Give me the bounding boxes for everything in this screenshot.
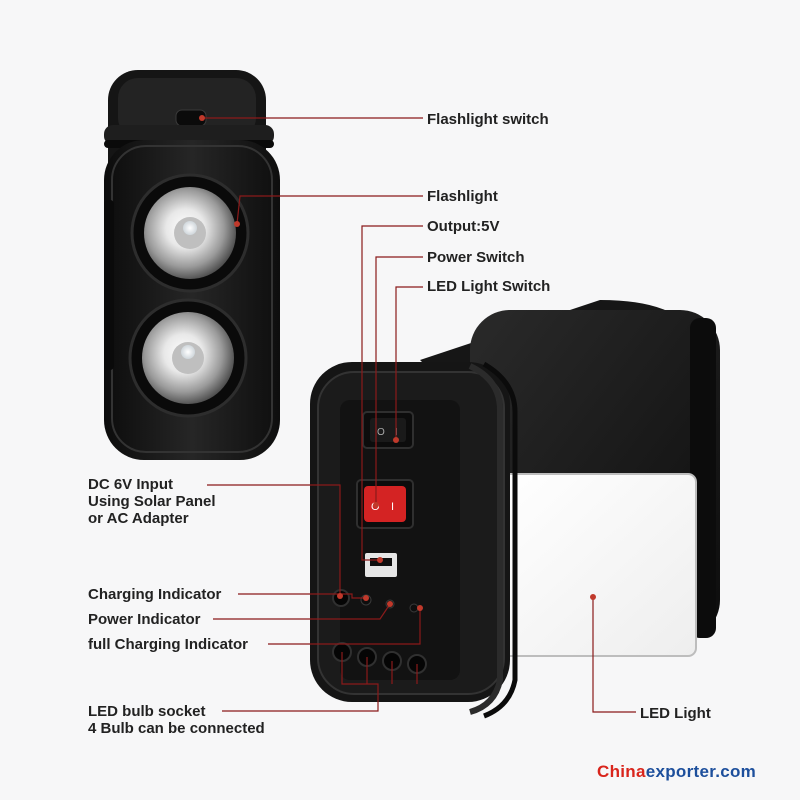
full-charging-indicator-lamp	[409, 603, 419, 613]
label-power-indicator: Power Indicator	[88, 611, 201, 628]
label-bulb-socket-line1: LED bulb socket	[88, 703, 206, 720]
top-lamp	[130, 173, 250, 293]
leader-led-switch	[395, 286, 423, 440]
label-full-charging-indicator: full Charging Indicator	[88, 636, 248, 653]
leader-full-charging	[268, 608, 421, 645]
label-bulb-socket: LED bulb socket 4 Bulb can be connected	[88, 703, 265, 737]
label-led-light: LED Light	[640, 705, 711, 722]
label-power-switch: Power Switch	[427, 249, 525, 266]
flashlight-unit	[104, 70, 280, 460]
led-light-panel	[499, 473, 697, 657]
power-switch: O I	[356, 479, 414, 529]
label-dc-input-line3: or AC Adapter	[88, 510, 189, 527]
leader-dc-input	[207, 484, 341, 596]
watermark: Chinaexporter.com	[597, 762, 756, 782]
leader-output	[361, 225, 423, 561]
svg-text:O: O	[377, 427, 385, 438]
label-dc-input-line2: Using Solar Panel	[88, 493, 216, 510]
lantern-unit: O I O I	[310, 300, 720, 719]
label-charging-indicator: Charging Indicator	[88, 586, 222, 603]
bottom-lamp	[128, 298, 248, 418]
svg-text:I: I	[391, 501, 394, 513]
callout-dots	[199, 115, 596, 611]
leader-bulb-socket	[222, 652, 379, 712]
leader-charging	[238, 593, 366, 599]
label-output: Output:5V	[427, 218, 500, 235]
leader-led-light	[592, 597, 636, 713]
leader-flashlight	[236, 195, 423, 225]
callout-lines	[202, 117, 636, 713]
label-led-light-switch: LED Light Switch	[427, 278, 551, 295]
label-bulb-socket-line2: 4 Bulb can be connected	[88, 720, 265, 737]
label-dc-input-line1: DC 6V Input	[88, 476, 173, 493]
leader-power-indicator	[213, 603, 391, 620]
watermark-part2: exporter.com	[645, 762, 757, 781]
watermark-part1: China	[597, 762, 646, 781]
usb-port	[365, 553, 397, 577]
leader-power-switch	[375, 256, 423, 505]
label-dc-input: DC 6V Input Using Solar Panel or AC Adap…	[88, 476, 216, 527]
label-flashlight-switch: Flashlight switch	[427, 111, 549, 128]
label-flashlight: Flashlight	[427, 188, 498, 205]
led-light-switch: O I	[362, 411, 414, 449]
